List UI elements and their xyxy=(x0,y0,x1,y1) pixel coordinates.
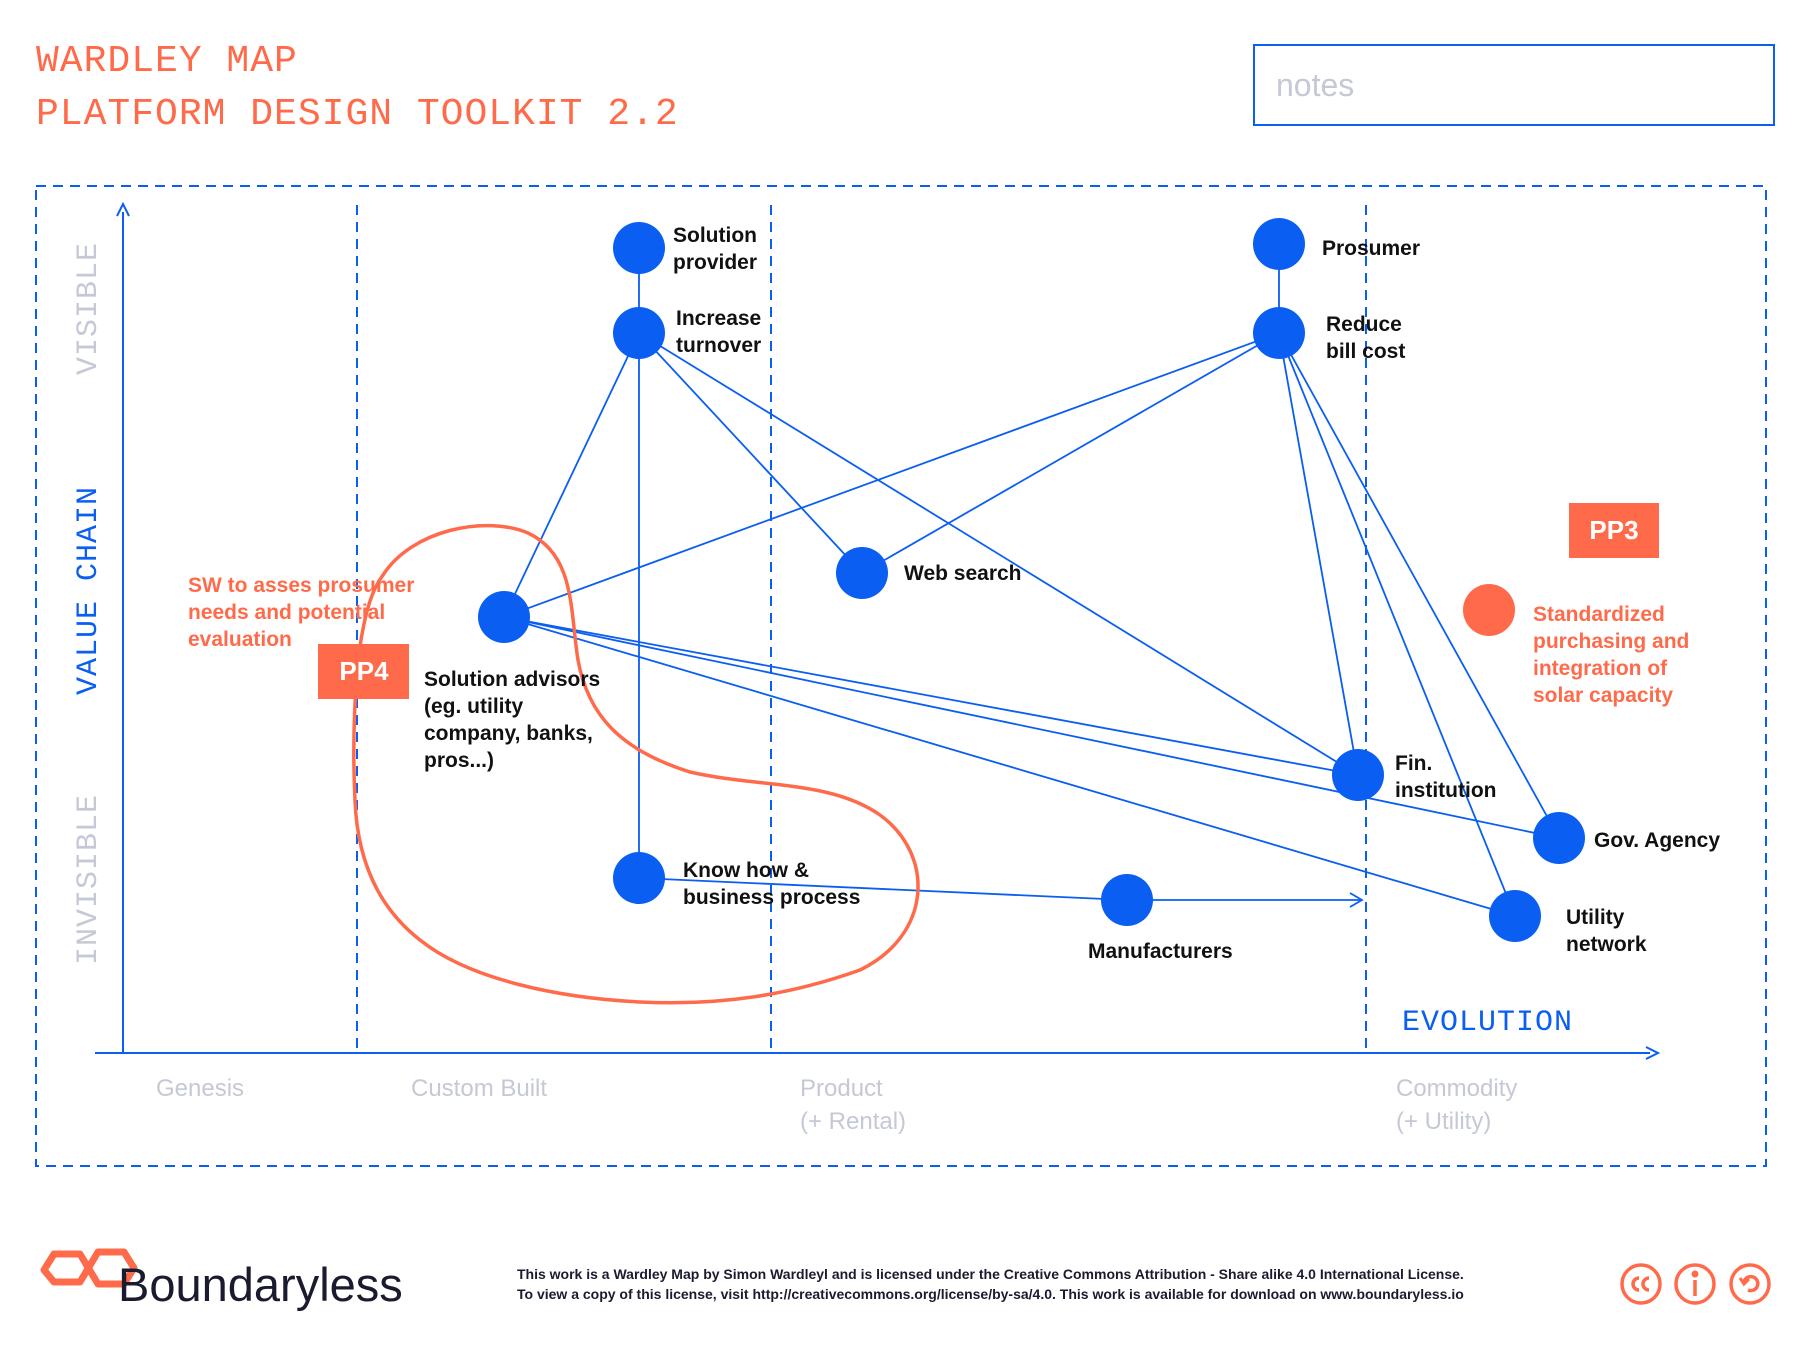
node-solution-advisors[interactable] xyxy=(478,591,530,643)
label-fin-institution: Fin. xyxy=(1395,752,1432,775)
logo-text: Boundaryless xyxy=(118,1258,403,1311)
link-turnover-fin xyxy=(638,332,1359,776)
label-prosumer: Prosumer xyxy=(1322,237,1420,260)
label-gov-agency: Gov. Agency xyxy=(1594,829,1720,852)
label-reduce-bill: Reduce xyxy=(1326,313,1402,336)
notes-field[interactable]: notes xyxy=(1253,44,1775,126)
link-reduce-utility xyxy=(1278,332,1516,917)
node-increase-turnover[interactable] xyxy=(613,307,665,359)
evolution-arrow-head xyxy=(1349,892,1364,908)
label-utility-network-2: network xyxy=(1566,933,1647,956)
label-web-search: Web search xyxy=(904,562,1022,585)
y-label-visible: VISIBLE xyxy=(72,242,106,375)
stage-genesis: Genesis xyxy=(156,1075,244,1102)
stage-product-sub: (+ Rental) xyxy=(800,1108,906,1135)
anno-sw-1: SW to asses prosumer xyxy=(188,574,414,597)
x-axis-label: EVOLUTION xyxy=(1402,1006,1573,1040)
anno-standardized-2: purchasing and xyxy=(1533,630,1689,653)
scope-outline xyxy=(352,523,920,1005)
node-manufacturers[interactable] xyxy=(1101,874,1153,926)
y-label-invisible: INVISIBLE xyxy=(72,794,106,965)
title-line-2: PLATFORM DESIGN TOOLKIT 2.2 xyxy=(36,93,679,136)
node-know-how[interactable] xyxy=(613,852,665,904)
share-alike-icon xyxy=(1729,1263,1771,1305)
label-utility-network: Utility xyxy=(1566,906,1625,929)
boundaryless-logo-icon xyxy=(40,1248,138,1288)
link-advisors-fin xyxy=(503,616,1359,776)
label-increase-turnover: Increase xyxy=(676,307,761,330)
stage-product: Product xyxy=(800,1075,883,1102)
label-increase-turnover-2: turnover xyxy=(676,334,761,357)
link-advisors-gov xyxy=(503,616,1560,839)
anno-standardized-1: Standardized xyxy=(1533,603,1665,626)
badge-pp3-text: PP3 xyxy=(1589,515,1638,545)
anno-sw-3: evaluation xyxy=(188,628,292,651)
node-markers xyxy=(478,218,1585,942)
anno-standardized-3: integration of xyxy=(1533,657,1668,680)
node-utility-network[interactable] xyxy=(1489,890,1541,942)
link-reduce-advisors xyxy=(503,332,1280,618)
link-reduce-websearch xyxy=(861,332,1280,574)
license-line-1: This work is a Wardley Map by Simon Ward… xyxy=(517,1266,1464,1282)
y-axis-arrow xyxy=(116,201,130,217)
label-reduce-bill-2: bill cost xyxy=(1326,340,1405,363)
stage-commodity: Commodity xyxy=(1396,1075,1517,1102)
label-solution-advisors-3: company, banks, xyxy=(424,722,593,745)
attribution-icon xyxy=(1674,1263,1716,1305)
label-know-how-2: business process xyxy=(683,886,860,909)
label-solution-advisors-4: pros...) xyxy=(424,749,494,772)
label-know-how: Know how & xyxy=(683,859,809,882)
map-frame xyxy=(35,185,1767,1167)
link-turnover-advisors xyxy=(503,332,640,618)
label-fin-institution-2: institution xyxy=(1395,779,1496,802)
license-line-2: To view a copy of this license, visit ht… xyxy=(517,1286,1464,1302)
badge-pp4: PP4 xyxy=(318,644,409,699)
label-manufacturers: Manufacturers xyxy=(1088,940,1233,963)
x-axis-arrow xyxy=(1645,1046,1661,1060)
label-solution-provider-2: provider xyxy=(673,251,757,274)
node-fin-institution[interactable] xyxy=(1332,749,1384,801)
y-axis-label: VALUE CHAIN xyxy=(72,486,106,695)
label-solution-provider: Solution xyxy=(673,224,757,247)
anno-standardized-4: solar capacity xyxy=(1533,684,1673,707)
stage-custom: Custom Built xyxy=(411,1075,547,1102)
notes-placeholder: notes xyxy=(1276,67,1354,103)
node-solution-provider[interactable] xyxy=(613,222,665,274)
badge-pp4-text: PP4 xyxy=(339,656,389,686)
link-reduce-gov xyxy=(1278,332,1560,839)
node-standardized-purchasing[interactable] xyxy=(1463,584,1515,636)
link-reduce-fin xyxy=(1278,332,1359,776)
node-web-search[interactable] xyxy=(836,547,888,599)
node-gov-agency[interactable] xyxy=(1533,812,1585,864)
label-solution-advisors-2: (eg. utility xyxy=(424,695,523,718)
node-reduce-bill-cost[interactable] xyxy=(1253,307,1305,359)
title-line-1: WARDLEY MAP xyxy=(36,40,298,83)
link-knowhow-manufacturers xyxy=(638,877,1128,901)
badge-pp3: PP3 xyxy=(1569,503,1659,558)
link-advisors-utility xyxy=(503,616,1516,917)
anno-sw-2: needs and potential xyxy=(188,601,385,624)
label-solution-advisors: Solution advisors xyxy=(424,668,600,691)
stage-commodity-sub: (+ Utility) xyxy=(1396,1108,1491,1135)
node-prosumer[interactable] xyxy=(1253,218,1305,270)
cc-icon xyxy=(1620,1263,1662,1305)
link-turnover-websearch xyxy=(638,332,863,574)
